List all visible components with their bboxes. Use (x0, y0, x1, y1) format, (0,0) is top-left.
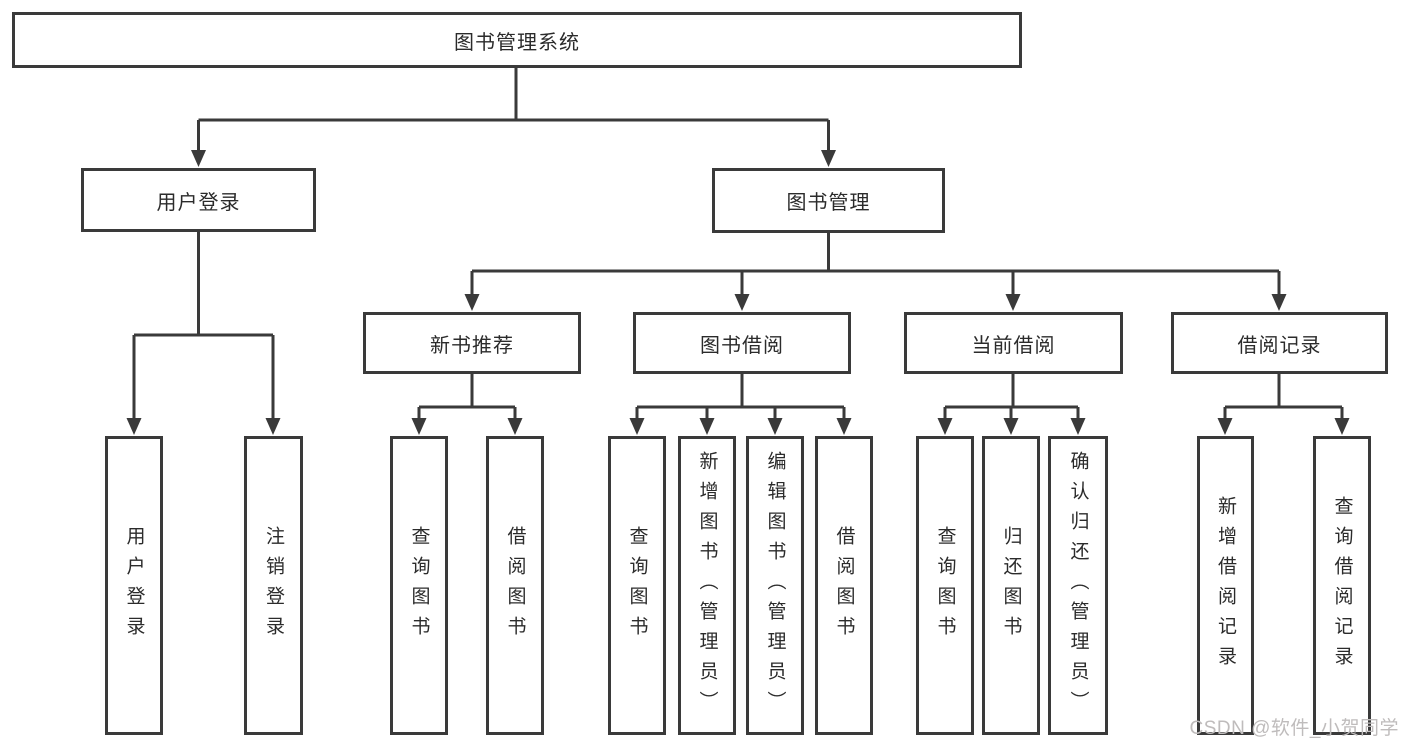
node-label: 注销登录 (263, 525, 284, 646)
arrowhead-icon (1003, 418, 1019, 435)
arrowhead-icon (937, 418, 953, 435)
node-borrow-books-action: 借阅图书 (815, 436, 873, 735)
arrowhead-icon (411, 418, 427, 435)
arrowhead-icon (126, 418, 142, 435)
arrowhead-icon (836, 418, 852, 435)
node-book-management: 图书管理 (712, 168, 945, 233)
node-label: 编辑图书（管理员） (764, 450, 786, 721)
node-borrowing-records: 借阅记录 (1171, 312, 1388, 374)
arrowhead-icon (507, 418, 523, 435)
arrowhead-icon (1070, 418, 1086, 435)
arrowhead-icon (1271, 294, 1287, 311)
node-borrow-books-recommend: 借阅图书 (486, 436, 544, 735)
node-query-books-recommend: 查询图书 (390, 436, 448, 735)
arrowhead-icon (699, 418, 715, 435)
arrowhead-icon (734, 294, 750, 311)
node-label: 新增借阅记录 (1215, 495, 1236, 676)
node-label: 图书借阅 (700, 334, 784, 357)
arrowhead-icon (191, 150, 206, 167)
node-book-borrowing: 图书借阅 (633, 312, 851, 374)
arrowhead-icon (1217, 418, 1233, 435)
node-label: 查询图书 (626, 525, 648, 646)
node-label: 查询借阅记录 (1331, 495, 1353, 676)
node-label: 新书推荐 (430, 334, 514, 357)
node-label: 图书管理 (786, 192, 871, 214)
node-library-system: 图书管理系统 (12, 12, 1022, 68)
node-query-books-borrow: 查询图书 (608, 436, 666, 735)
arrowhead-icon (767, 418, 783, 435)
arrowhead-icon (1005, 294, 1021, 311)
node-label: 查询图书 (408, 525, 430, 646)
node-label: 确认归还（管理员） (1067, 450, 1089, 721)
node-user-login-action: 用户登录 (105, 436, 163, 735)
node-label: 用户登录 (156, 191, 241, 214)
node-query-borrow-record: 查询借阅记录 (1313, 436, 1371, 735)
node-label: 用户登录 (123, 525, 145, 646)
arrowhead-icon (265, 418, 281, 435)
node-query-books-current: 查询图书 (916, 436, 974, 735)
node-current-borrowing: 当前借阅 (904, 312, 1123, 374)
node-label: 借阅记录 (1237, 334, 1322, 357)
node-label: 新增图书（管理员） (696, 450, 718, 721)
arrowhead-icon (629, 418, 645, 435)
node-label: 借阅图书 (504, 525, 526, 646)
node-logout-action: 注销登录 (244, 436, 303, 735)
node-user-login: 用户登录 (81, 168, 316, 232)
node-new-book-recommend: 新书推荐 (363, 312, 581, 374)
node-label: 查询图书 (934, 525, 956, 646)
arrowhead-icon (821, 150, 836, 167)
node-return-books: 归还图书 (982, 436, 1040, 735)
node-edit-books-admin: 编辑图书（管理员） (746, 436, 804, 735)
node-confirm-return-admin: 确认归还（管理员） (1048, 436, 1108, 735)
node-label: 图书管理系统 (454, 31, 580, 54)
arrowhead-icon (464, 294, 480, 311)
node-add-books-admin: 新增图书（管理员） (678, 436, 736, 735)
arrowhead-icon (1334, 418, 1350, 435)
node-label: 当前借阅 (971, 334, 1056, 357)
node-label: 归还图书 (1000, 525, 1022, 646)
csdn-watermark: CSDN @软件_小贺同学 (1189, 718, 1399, 739)
node-label: 借阅图书 (833, 525, 855, 646)
node-add-borrow-record: 新增借阅记录 (1197, 436, 1254, 735)
